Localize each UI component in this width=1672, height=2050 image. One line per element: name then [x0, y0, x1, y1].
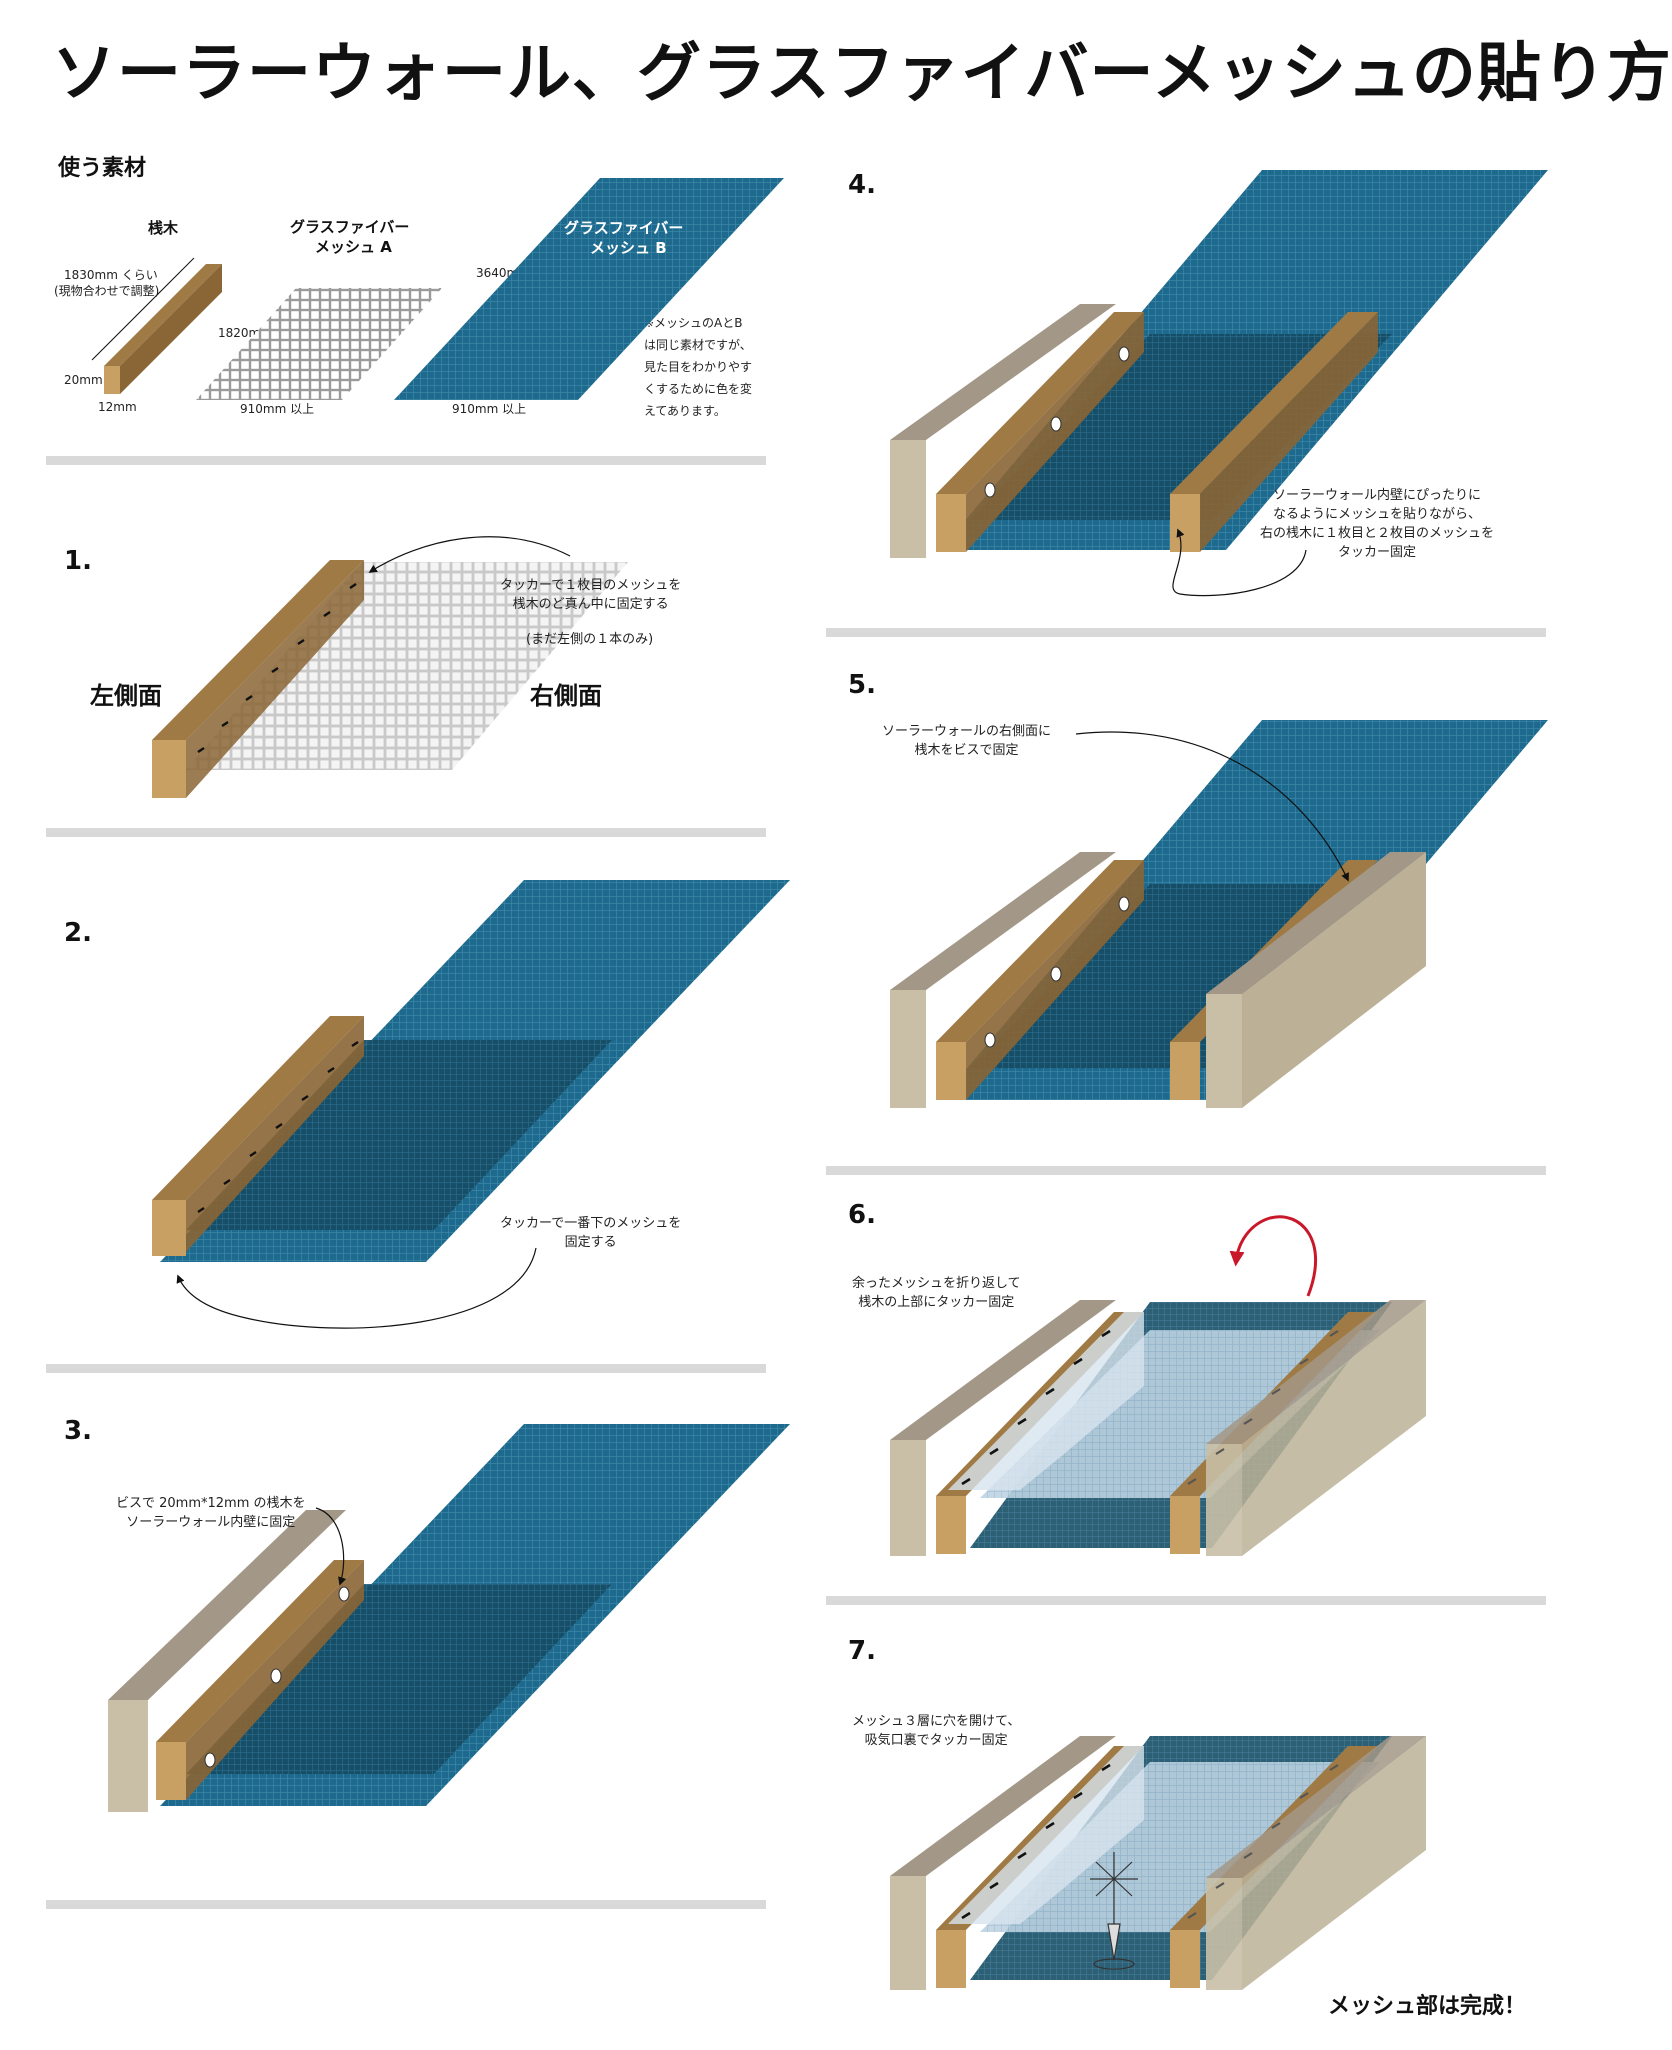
- step-4-note: ソーラーウォール内壁にぴったりに なるようにメッシュを貼りながら、 右の桟木に１…: [1260, 488, 1495, 560]
- step-3-number: 3.: [64, 1416, 92, 1446]
- mesh-b-label-2: メッシュ B: [590, 239, 667, 257]
- step-3-diagram: [108, 1424, 790, 1812]
- step-5-diagram: [890, 720, 1548, 1108]
- section-divider: [826, 628, 1546, 637]
- step-1-note: タッカーで１枚目のメッシュを 桟木のど真ん中に固定する: [500, 578, 682, 612]
- mesh-a: [196, 288, 442, 400]
- right-side-label: 右側面: [530, 682, 602, 710]
- step-4-number: 4.: [848, 170, 876, 200]
- step-2-diagram: [152, 880, 790, 1329]
- section-divider: [46, 1364, 766, 1373]
- section-divider: [826, 1596, 1546, 1605]
- mesh-b-width: 910mm 以上: [452, 402, 527, 416]
- step-1-note2: (まだ左側の１本のみ): [526, 632, 654, 647]
- awl-icon: [1090, 1852, 1138, 1970]
- section-divider: [826, 1166, 1546, 1175]
- mesh-b-length: 3640mm: [476, 266, 530, 280]
- note-line: 見た目をわかりやす: [644, 360, 753, 374]
- materials-diagram: [91, 178, 784, 400]
- step-6-diagram: [890, 1215, 1426, 1556]
- step-5-number: 5.: [848, 670, 876, 700]
- wood-length: 1830mm くらい: [64, 268, 158, 282]
- wood-height: 20mm: [64, 373, 103, 387]
- step-6-number: 6.: [848, 1200, 876, 1230]
- section-divider: [46, 1900, 766, 1909]
- step-6-note: 余ったメッシュを折り返して 桟木の上部にタッカー固定: [852, 1276, 1021, 1310]
- step-7-number: 7.: [848, 1636, 876, 1666]
- wood-width: 12mm: [98, 400, 137, 414]
- step-7-note: メッシュ３層に穴を開けて、 吸気口裏でタッカー固定: [852, 1714, 1021, 1748]
- mesh-a-label-1: グラスファイバー: [290, 218, 410, 236]
- mesh-a-length: 1820mm: [218, 326, 272, 340]
- mesh-a-width: 910mm 以上: [240, 402, 315, 416]
- mesh-b-label-1: グラスファイバー: [564, 219, 684, 237]
- section-divider: [46, 456, 766, 465]
- step-3-note: ビスで 20mm*12mm の桟木を ソーラーウォール内壁に固定: [116, 1496, 306, 1530]
- left-side-label: 左側面: [90, 682, 162, 710]
- note-line: は同じ素材ですが、: [644, 338, 752, 352]
- wood-length-note: (現物合わせで調整): [54, 284, 160, 298]
- step-2-note: タッカーで一番下のメッシュを 固定する: [500, 1216, 682, 1250]
- note-line: くするために色を変: [644, 382, 753, 396]
- wood-label: 桟木: [148, 219, 179, 237]
- materials-heading: 使う素材: [58, 156, 147, 181]
- section-divider: [46, 828, 766, 837]
- step-4-diagram: [890, 170, 1548, 597]
- step-1-diagram: [152, 536, 628, 798]
- note-line: えてあります。: [644, 404, 726, 418]
- step-7-diagram: [890, 1736, 1426, 1990]
- completion-label: メッシュ部は完成！: [1328, 1994, 1527, 2019]
- page-title: ソーラーウォール、グラスファイバーメッシュの貼り方: [52, 37, 1672, 111]
- mesh-a-label-2: メッシュ A: [315, 238, 392, 256]
- materials-note: ※メッシュのAとB は同じ素材ですが、 見た目をわかりやす くするために色を変 …: [644, 312, 764, 422]
- step-2-number: 2.: [64, 918, 92, 948]
- step-1-number: 1.: [64, 546, 92, 576]
- note-line: ※メッシュのAとB: [644, 316, 743, 330]
- step-5-note: ソーラーウォールの右側面に 桟木をビスで固定: [882, 724, 1052, 758]
